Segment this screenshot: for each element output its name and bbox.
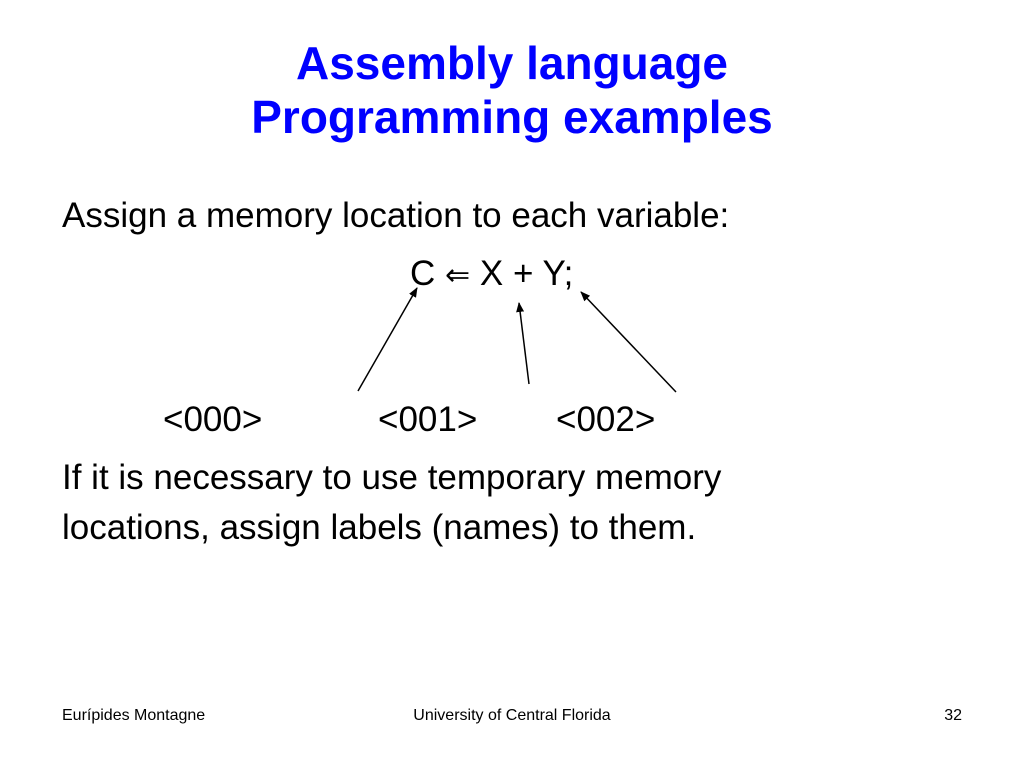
- equation-rhs: X + Y;: [479, 254, 574, 293]
- slide-title: Assembly language Programming examples: [0, 36, 1024, 144]
- arrow-001-to-x: [516, 302, 530, 385]
- address-002: <002>: [556, 400, 656, 439]
- assignment-equation: C ⇐ X + Y;: [410, 252, 573, 298]
- arrow-000-to-c: [357, 287, 418, 392]
- address-000: <000>: [163, 400, 263, 439]
- arrow-002-to-y: [580, 291, 677, 393]
- paragraph-line-1: If it is necessary to use temporary memo…: [62, 458, 722, 497]
- footer-institution: University of Central Florida: [413, 707, 611, 724]
- left-arrow-icon: ⇐: [445, 259, 471, 292]
- footer-author: Eurípides Montagne: [62, 707, 206, 724]
- title-line-1: Assembly language: [295, 37, 729, 89]
- intro-text: Assign a memory location to each variabl…: [62, 196, 730, 235]
- footer-page-number: 32: [944, 707, 962, 724]
- equation-lhs: C: [410, 254, 436, 293]
- title-line-2: Programming examples: [251, 91, 773, 143]
- address-001: <001>: [378, 400, 478, 439]
- paragraph-line-2: locations, assign labels (names) to them…: [62, 508, 697, 547]
